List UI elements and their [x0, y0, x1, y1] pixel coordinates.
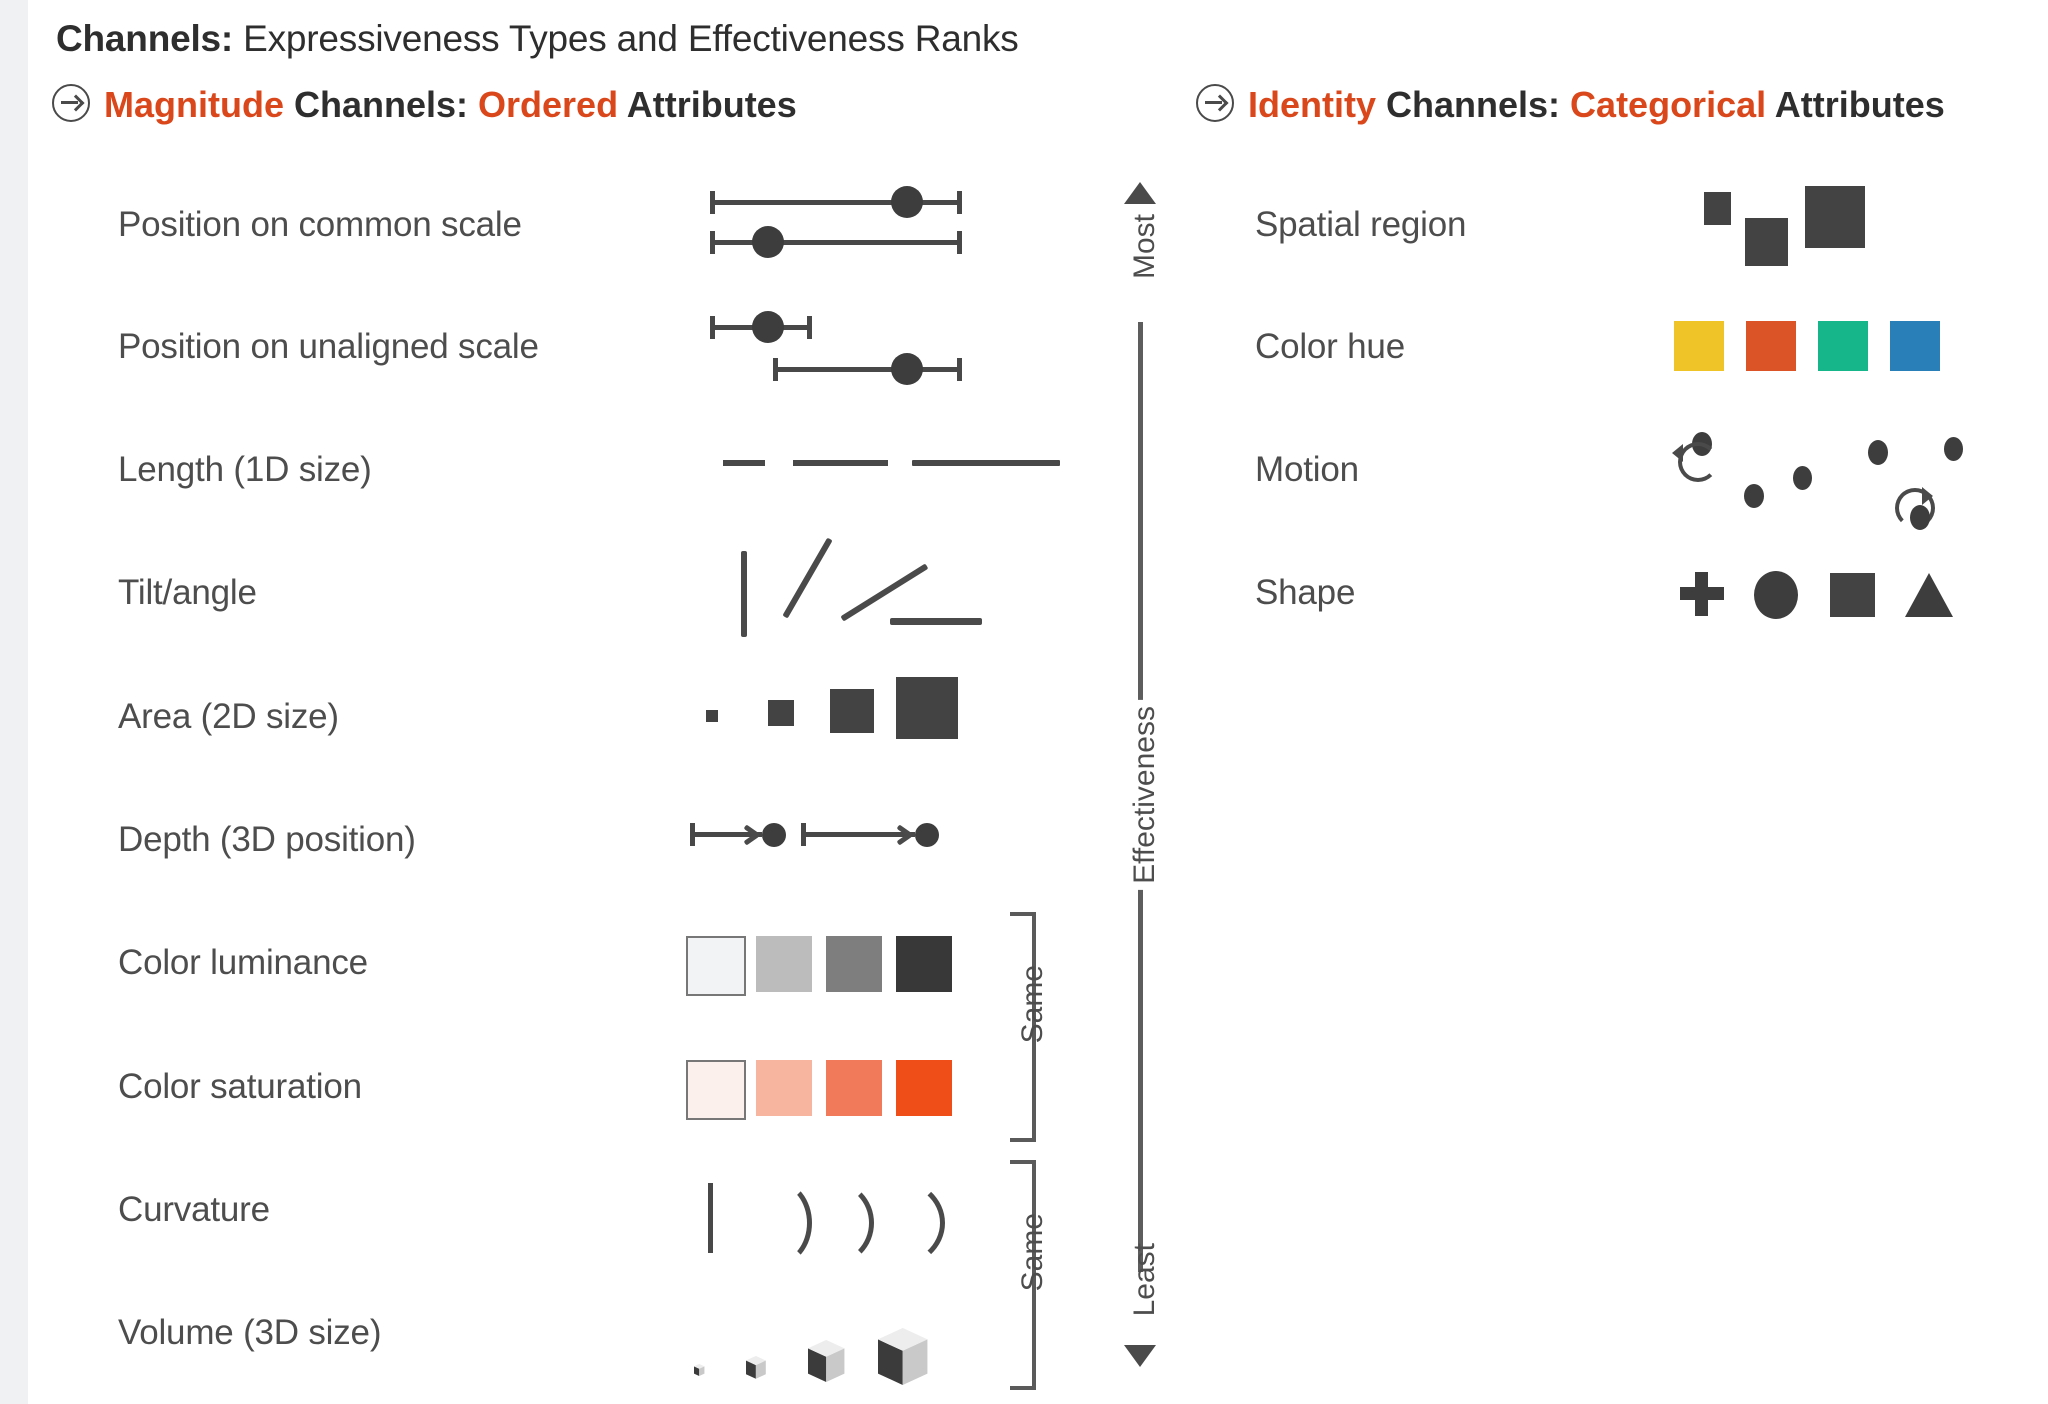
channel-label-position-common: Position on common scale: [118, 205, 522, 244]
up-arrow-icon: [1124, 182, 1156, 204]
left-gutter-strip: [0, 0, 28, 1404]
axis-label-least: Least: [1128, 1243, 1161, 1317]
channel-label-spatial-region: Spatial region: [1255, 205, 1467, 244]
channel-label-tilt: Tilt/angle: [118, 573, 257, 612]
header-word-categorical: Categorical: [1570, 84, 1767, 125]
section-header-identity: Identity Channels: Categorical Attribute…: [1196, 84, 1945, 126]
header-word-attributes: Attributes: [618, 84, 797, 125]
header-word-channels: Channels:: [1376, 84, 1571, 125]
channel-label-curvature: Curvature: [118, 1190, 270, 1229]
triangle-shape-icon: [1905, 573, 1953, 617]
header-word-magnitude: Magnitude: [104, 84, 284, 125]
axis-label-effectiveness: Effectiveness: [1128, 700, 1162, 890]
channel-label-position-unaligned: Position on unaligned scale: [118, 327, 539, 366]
square-shape-icon: [1830, 573, 1875, 617]
same-bracket-1-label: Same: [1016, 965, 1049, 1044]
circled-arrow-right-icon: [1196, 84, 1234, 122]
rotation-arrow-head-icon: [1922, 487, 1933, 505]
same-bracket-2: [1010, 1160, 1036, 1390]
same-bracket-1: [1010, 912, 1036, 1142]
channel-label-volume: Volume (3D size): [118, 1313, 382, 1352]
circled-arrow-right-icon: [52, 84, 90, 122]
header-word-identity: Identity: [1248, 84, 1377, 125]
header-word-ordered: Ordered: [478, 84, 619, 125]
channel-label-depth: Depth (3D position): [118, 820, 416, 859]
channel-label-shape: Shape: [1255, 573, 1356, 612]
section-header-magnitude: Magnitude Channels: Ordered Attributes: [52, 84, 797, 126]
channel-label-saturation: Color saturation: [118, 1067, 362, 1106]
down-arrow-icon: [1124, 1345, 1156, 1367]
header-word-channels: Channels:: [283, 84, 479, 125]
page-title-rest: Expressiveness Types and Effectiveness R…: [233, 18, 1019, 59]
channel-label-length: Length (1D size): [118, 450, 372, 489]
channel-label-color-hue: Color hue: [1255, 327, 1405, 366]
cube-series-svg: [694, 1328, 928, 1385]
channel-label-area: Area (2D size): [118, 697, 339, 736]
rotation-arrow-head-icon: [1672, 444, 1683, 462]
page-title-bold: Channels:: [56, 18, 234, 59]
plus-icon: [1695, 572, 1708, 616]
header-word-attributes: Attributes: [1766, 84, 1945, 125]
circle-shape-icon: [1754, 571, 1798, 619]
page-title: Channels: Expressiveness Types and Effec…: [56, 18, 1019, 60]
channel-label-motion: Motion: [1255, 450, 1359, 489]
axis-label-most: Most: [1128, 214, 1161, 280]
same-bracket-2-label: Same: [1016, 1213, 1049, 1292]
channel-label-luminance: Color luminance: [118, 943, 368, 982]
